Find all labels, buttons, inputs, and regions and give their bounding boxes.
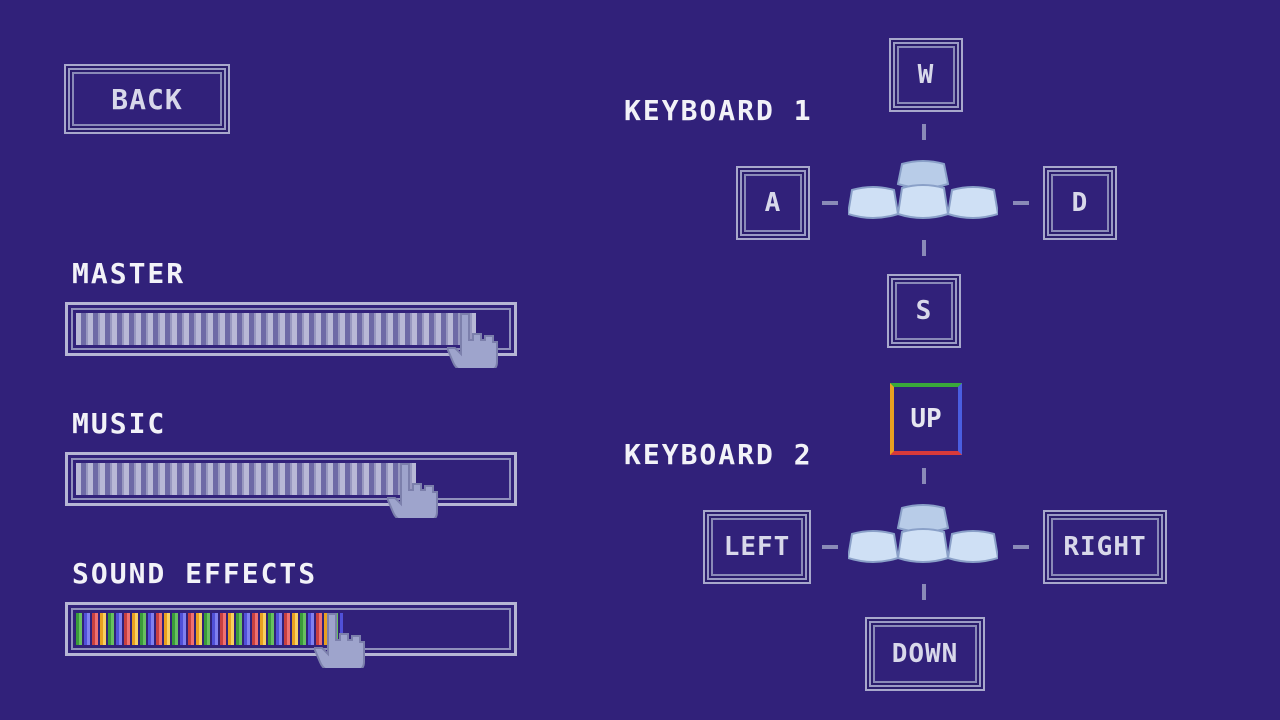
music-volume-fill xyxy=(76,463,416,495)
keyboard2-down-key[interactable]: DOWN xyxy=(867,619,983,689)
master-volume-fill xyxy=(76,313,476,345)
keyboard2-up-key[interactable]: UP xyxy=(890,383,962,455)
keyboard1-keycaps-icon xyxy=(848,160,998,219)
keyboard1-right-key[interactable]: D xyxy=(1045,168,1115,238)
sound-effects-volume-label: SOUND EFFECTS xyxy=(72,557,318,590)
master-volume-slider[interactable] xyxy=(65,302,517,356)
keyboard1-down-key[interactable]: S xyxy=(889,276,959,346)
keyboard1-up-key[interactable]: W xyxy=(891,40,961,110)
music-volume-label: MUSIC xyxy=(72,407,167,440)
back-button[interactable]: BACK xyxy=(66,66,228,132)
keyboard1-up-connector xyxy=(922,124,926,140)
keyboard2-right-connector xyxy=(1013,545,1029,549)
music-slider-handle-icon[interactable] xyxy=(387,460,441,518)
keyboard2-keycaps-icon xyxy=(848,504,998,563)
music-volume-slider[interactable] xyxy=(65,452,517,506)
keyboard1-left-key[interactable]: A xyxy=(738,168,808,238)
master-slider-handle-icon[interactable] xyxy=(447,310,501,368)
keyboard2-left-connector xyxy=(822,545,838,549)
master-volume-label: MASTER xyxy=(72,257,186,290)
keyboard2-down-connector xyxy=(922,584,926,600)
keyboard1-label: KEYBOARD 1 xyxy=(624,94,813,127)
keyboard2-up-key-label: UP xyxy=(910,404,942,434)
sound-effects-slider-handle-icon[interactable] xyxy=(314,610,368,668)
sound-effects-volume-fill xyxy=(76,613,343,645)
sound-effects-volume-slider[interactable] xyxy=(65,602,517,656)
keyboard2-left-key[interactable]: LEFT xyxy=(705,512,809,582)
keyboard1-right-connector xyxy=(1013,201,1029,205)
keyboard1-down-connector xyxy=(922,240,926,256)
keyboard1-left-connector xyxy=(822,201,838,205)
keyboard2-label: KEYBOARD 2 xyxy=(624,438,813,471)
keyboard2-up-connector xyxy=(922,468,926,484)
keyboard2-right-key[interactable]: RIGHT xyxy=(1045,512,1165,582)
